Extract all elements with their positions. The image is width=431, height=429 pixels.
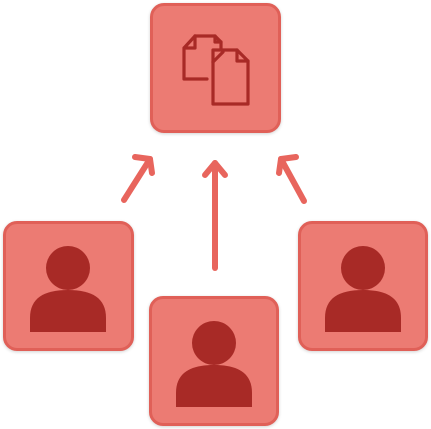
shared-documents-node [150,3,281,133]
user-center-node [149,296,279,426]
user-left-node [3,221,134,351]
person-icon [325,246,401,332]
arrow-left-to-documents [121,154,155,203]
documents-icon [182,34,250,106]
person-icon [176,321,252,407]
arrow-right-to-documents [276,154,307,204]
arrow-center-to-documents [202,160,228,271]
user-right-node [298,221,428,351]
person-icon [30,246,106,332]
